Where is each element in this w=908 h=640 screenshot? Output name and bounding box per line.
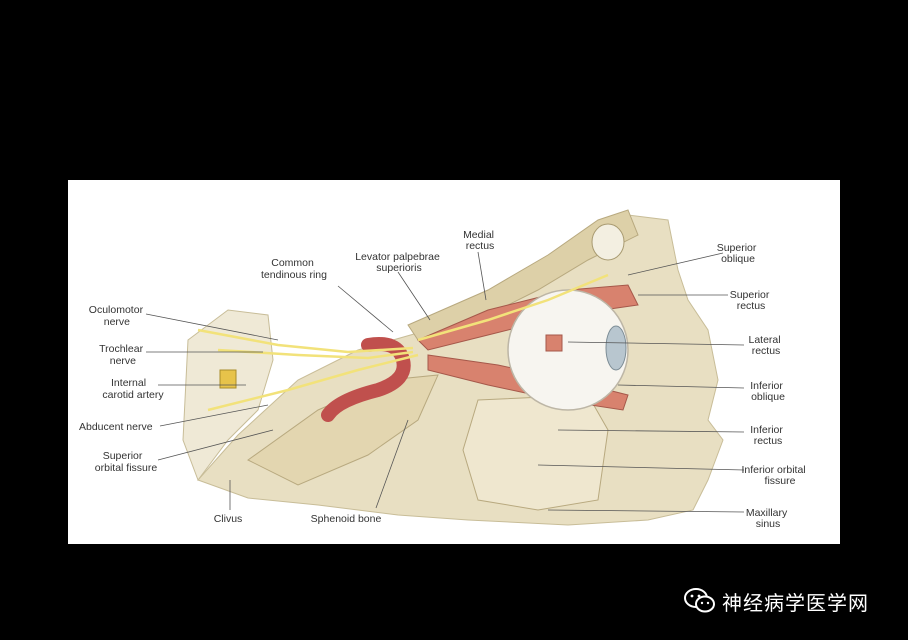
maxillary-sinus-cavity <box>462 394 609 511</box>
watermark-text: 神经病学医学网 <box>722 590 869 615</box>
internal-carotid-artery <box>321 337 411 422</box>
lateral-rectus-insertion <box>545 334 563 352</box>
eyeball <box>507 289 629 411</box>
watermark: 神经病学医学网 <box>684 586 869 616</box>
cornea <box>605 325 627 371</box>
anatomy-figure: Oculomotor nerve Trochlear nerve Interna… <box>68 180 840 544</box>
cut-bone-patch <box>219 369 237 389</box>
frontal-sinus <box>591 223 625 261</box>
wechat-icon <box>684 588 715 613</box>
